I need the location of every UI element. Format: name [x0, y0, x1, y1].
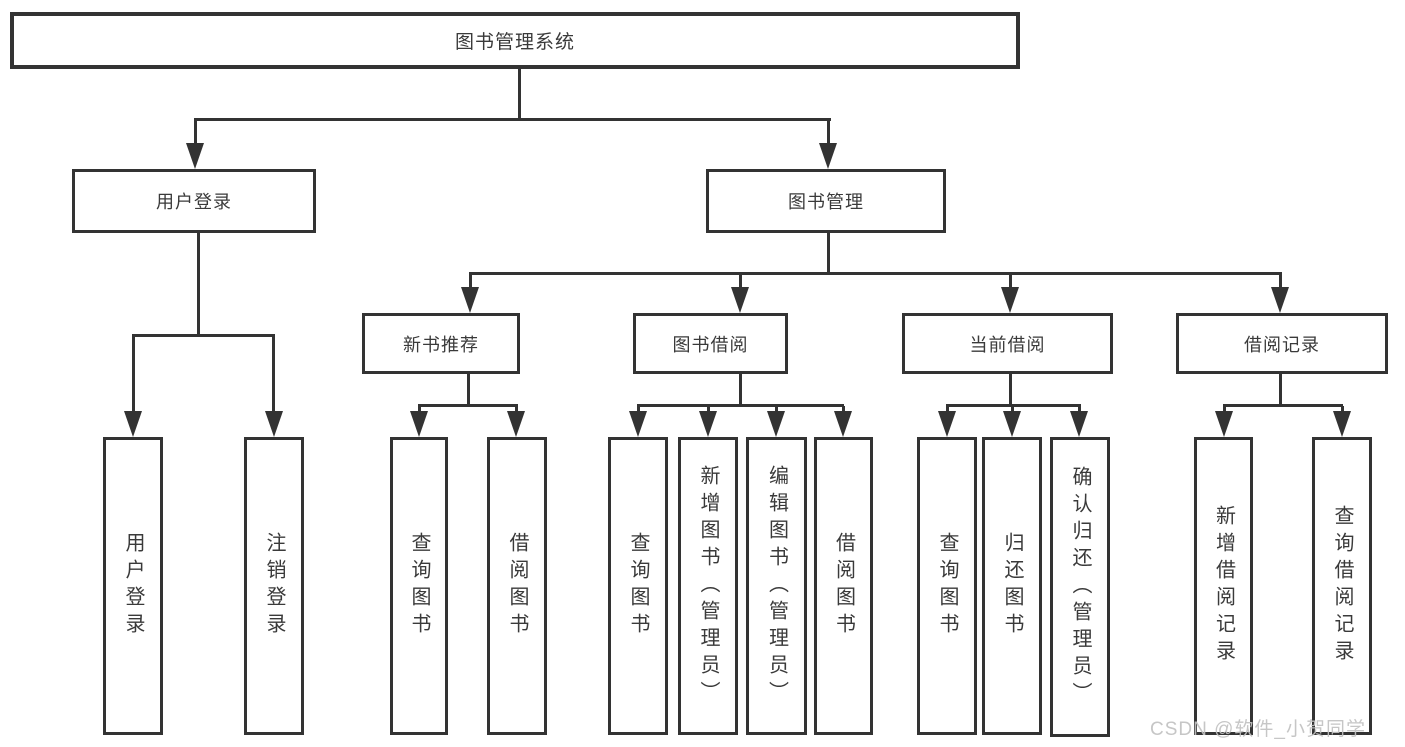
node-new-book-recommend-label: 新书推荐	[403, 334, 479, 355]
leaf-add-borrow-record-label: 新增借阅记录	[1212, 505, 1235, 667]
leaf-query-books-borrowing-label: 查询图书	[627, 532, 649, 640]
connector-g2-leaf2-drop	[515, 406, 518, 414]
connector-g5-leaf1-drop	[1223, 406, 1226, 414]
arrow-down-book-mgmt-icon	[819, 143, 837, 169]
node-root-label: 图书管理系统	[454, 32, 575, 53]
arrow-down-g4-leaf1-icon	[938, 411, 956, 437]
leaf-edit-book-admin: 编辑图书（管理员）	[746, 437, 807, 735]
leaf-query-borrow-record: 查询借阅记录	[1312, 437, 1372, 735]
leaf-borrow-books-recommend: 借阅图书	[487, 437, 547, 735]
leaf-return-book-label: 归还图书	[1001, 532, 1023, 640]
connector-book-mgmt-drop	[827, 120, 830, 146]
leaf-borrow-books-borrowing: 借阅图书	[814, 437, 873, 735]
leaf-edit-book-admin-label: 编辑图书（管理员）	[765, 464, 788, 708]
connector-current-borrow-stub	[1009, 374, 1012, 407]
leaf-add-borrow-record: 新增借阅记录	[1194, 437, 1253, 735]
connector-new-book-bus	[418, 404, 518, 407]
connector-leaf-login-drop	[132, 336, 135, 413]
arrow-down-g4-leaf3-icon	[1070, 411, 1088, 437]
node-current-borrowing-label: 当前借阅	[969, 334, 1046, 355]
leaf-return-book: 归还图书	[982, 437, 1042, 735]
connector-g2-leaf1-drop	[418, 406, 421, 414]
leaf-confirm-return-admin: 确认归还（管理员）	[1050, 437, 1110, 737]
node-book-borrowing-label: 图书借阅	[672, 334, 749, 355]
leaf-query-books-borrowing: 查询图书	[608, 437, 668, 735]
leaf-query-books-current: 查询图书	[917, 437, 977, 735]
connector-g4-leaf1-drop	[946, 406, 949, 414]
leaf-logout: 注销登录	[244, 437, 304, 735]
node-book-management: 图书管理	[706, 169, 946, 233]
connector-g3-leaf1-drop	[637, 406, 640, 414]
arrow-down-leaf-logout-icon	[265, 411, 283, 437]
node-current-borrowing: 当前借阅	[902, 313, 1113, 374]
arrow-down-borrow-records-icon	[1271, 287, 1289, 313]
connector-user-login-drop	[194, 120, 197, 146]
leaf-query-borrow-record-label: 查询借阅记录	[1331, 505, 1353, 667]
connector-level3-bus	[469, 272, 1282, 275]
arrow-down-g3-leaf1-icon	[629, 411, 647, 437]
connector-user-login-bus	[132, 334, 275, 337]
connector-book-mgmt-stub	[827, 233, 830, 275]
arrow-down-new-book-icon	[461, 287, 479, 313]
watermark-csdn: CSDN @软件_小贺同学	[1150, 719, 1366, 740]
connector-new-book-drop	[469, 274, 472, 290]
node-new-book-recommend: 新书推荐	[362, 313, 520, 374]
connector-g4-leaf3-drop	[1078, 406, 1081, 414]
connector-level1-bus	[194, 118, 831, 121]
connector-leaf-logout-drop	[272, 336, 275, 413]
connector-current-borrow-bus	[946, 404, 1081, 407]
connector-g3-leaf3-drop	[775, 406, 778, 414]
leaf-add-book-admin: 新增图书（管理员）	[678, 437, 738, 735]
node-book-management-label: 图书管理	[788, 192, 864, 212]
arrow-down-g3-leaf4-icon	[834, 411, 852, 437]
leaf-query-books-recommend-label: 查询图书	[408, 532, 430, 640]
arrow-down-g3-leaf3-icon	[767, 411, 785, 437]
arrow-down-g5-leaf2-icon	[1333, 411, 1351, 437]
node-borrowing-records: 借阅记录	[1176, 313, 1388, 374]
node-root: 图书管理系统	[10, 12, 1020, 69]
arrow-down-leaf-login-icon	[124, 411, 142, 437]
arrow-down-user-login-icon	[186, 143, 204, 169]
leaf-query-books-recommend: 查询图书	[390, 437, 448, 735]
arrow-down-g2-leaf1-icon	[410, 411, 428, 437]
connector-g3-leaf4-drop	[842, 406, 845, 414]
connector-g3-leaf2-drop	[707, 406, 710, 414]
node-user-login-label: 用户登录	[156, 192, 232, 212]
connector-book-borrow-drop	[739, 274, 742, 290]
connector-user-login-stub	[197, 233, 200, 336]
arrow-down-g3-leaf2-icon	[699, 411, 717, 437]
leaf-query-books-current-label: 查询图书	[936, 532, 958, 640]
leaf-borrow-books-recommend-label: 借阅图书	[506, 532, 528, 640]
arrow-down-book-borrow-icon	[731, 287, 749, 313]
connector-g4-leaf2-drop	[1011, 406, 1014, 414]
node-user-login: 用户登录	[72, 169, 316, 233]
connector-new-book-stub	[467, 374, 470, 407]
leaf-user-login-label: 用户登录	[122, 532, 144, 640]
leaf-user-login: 用户登录	[103, 437, 163, 735]
arrow-down-current-borrow-icon	[1001, 287, 1019, 313]
connector-book-borrow-bus	[637, 404, 844, 407]
connector-borrow-records-drop	[1279, 274, 1282, 290]
connector-book-borrow-stub	[739, 374, 742, 407]
connector-root-stub	[518, 68, 521, 121]
leaf-confirm-return-admin-label: 确认归还（管理员）	[1069, 465, 1091, 709]
leaf-logout-label: 注销登录	[263, 532, 285, 640]
connector-current-borrow-drop	[1009, 274, 1012, 290]
node-book-borrowing: 图书借阅	[633, 313, 788, 374]
connector-g5-leaf2-drop	[1341, 406, 1344, 414]
arrow-down-g5-leaf1-icon	[1215, 411, 1233, 437]
node-borrowing-records-label: 借阅记录	[1244, 334, 1320, 355]
leaf-borrow-books-borrowing-label: 借阅图书	[832, 532, 855, 640]
arrow-down-g4-leaf2-icon	[1003, 411, 1021, 437]
connector-borrow-records-stub	[1279, 374, 1282, 407]
arrow-down-g2-leaf2-icon	[507, 411, 525, 437]
leaf-add-book-admin-label: 新增图书（管理员）	[697, 464, 719, 708]
connector-borrow-records-bus	[1223, 404, 1343, 407]
